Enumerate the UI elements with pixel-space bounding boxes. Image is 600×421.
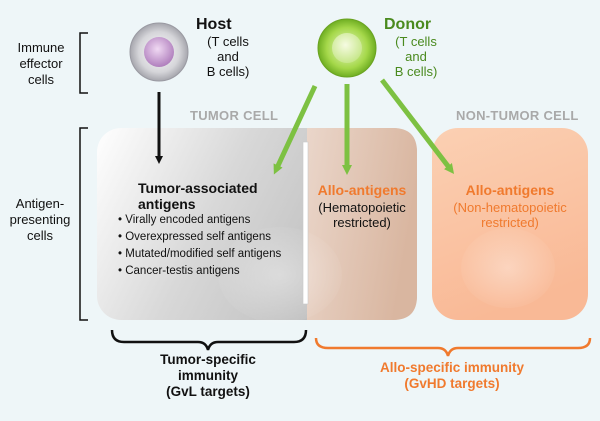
donor-label: Donor (T cells and B cells) [384,16,464,79]
host-label: Host (T cells and B cells) [196,16,276,79]
tumor-antigen-list: Virally encoded antigens Overexpressed s… [118,212,303,280]
allo-specific-immunity: Allo-specific immunity (GvHD targets) [379,360,525,391]
tumor-specific-brace [110,329,308,351]
immune-effector-cells-label: Immune effector cells [17,40,65,87]
donor-to-nonhematopoietic-arrow [380,78,455,174]
host-sub: (T cells and B cells) [206,34,250,79]
list-item: Virally encoded antigens [118,212,303,229]
allo-specific-brace [314,337,592,357]
non-tumor-cell-box [432,128,588,320]
donor-cell-icon [317,18,377,78]
donor-to-tumor-antigen-arrow [273,84,318,175]
immune-bracket [79,32,88,94]
tumor-associated-antigens-title: Tumor-associated antigens [138,180,258,212]
tumor-specific-immunity: Tumor-specific immunity (GvL targets) [160,352,256,399]
hematopoietic-allo-antigens: Allo-antigens (Hematopoietic restricted) [312,182,412,230]
allo-antigens-sub: (Non-hematopoietic restricted) [453,200,567,230]
allo-antigens-sub: (Hematopoietic restricted) [318,200,406,230]
non-tumor-cell-title: NON-TUMOR CELL [456,108,579,123]
antigen-bracket [79,127,88,321]
tumor-cell-title: TUMOR CELL [190,108,279,123]
list-item: Overexpressed self antigens [118,229,303,246]
non-hematopoietic-allo-antigens: Allo-antigens (Non-hematopoietic restric… [436,182,584,230]
list-item: Mutated/modified self antigens [118,246,303,263]
donor-name: Donor [384,16,432,33]
donor-sub: (T cells and B cells) [394,34,438,79]
allo-antigens-title: Allo-antigens [317,182,407,198]
allo-antigens-title: Allo-antigens [465,182,555,198]
host-name: Host [196,16,232,33]
host-cell-icon [129,22,189,82]
list-item: Cancer-testis antigens [118,263,303,280]
antigen-presenting-cells-label: Antigen- presenting cells [9,196,71,243]
